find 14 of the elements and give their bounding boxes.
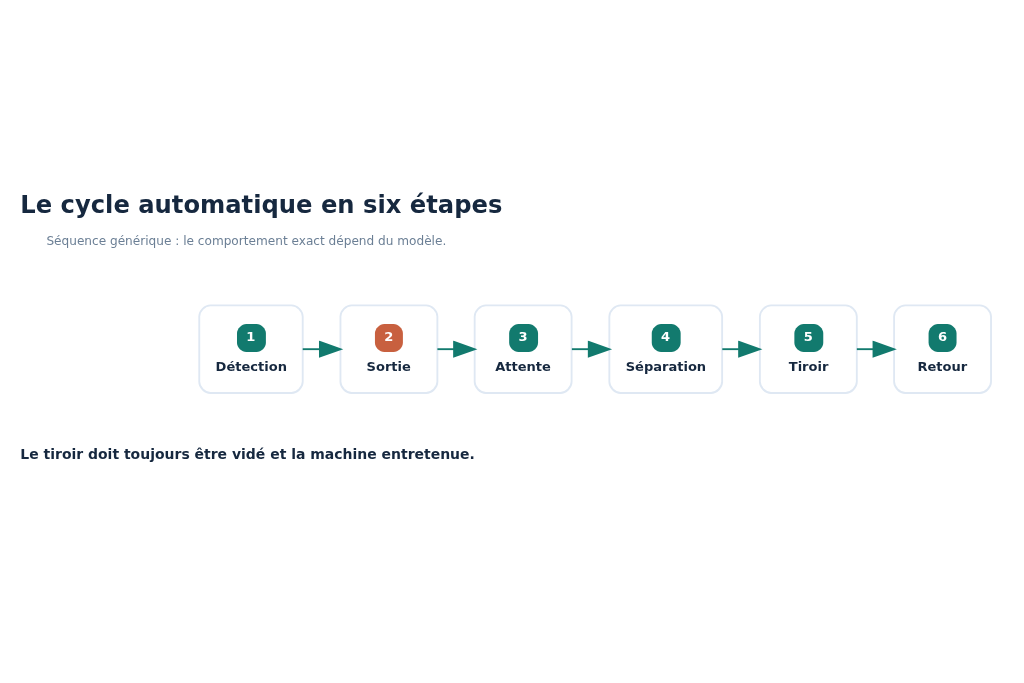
node-box: 6 Retour	[893, 303, 992, 394]
arrow	[301, 340, 344, 358]
node-box: 3 Attente	[473, 303, 573, 394]
node-box: 2 Sortie	[339, 303, 439, 394]
node-box: 4 Séparation	[608, 303, 724, 394]
arrow	[855, 340, 897, 358]
node-box: 1 Détection	[198, 303, 304, 394]
arrow	[436, 340, 478, 358]
arrow	[721, 340, 763, 358]
arrow	[570, 340, 613, 358]
node-box: 5 Tiroir	[758, 303, 858, 394]
label: Le tiroir doit toujours être vidé et la machine entretenue.	[20, 445, 475, 462]
label: Séquence générique : le comportement exact dépend du modèle.	[46, 233, 447, 248]
diagram-title: Le cycle automatique en six étapes	[20, 190, 503, 219]
